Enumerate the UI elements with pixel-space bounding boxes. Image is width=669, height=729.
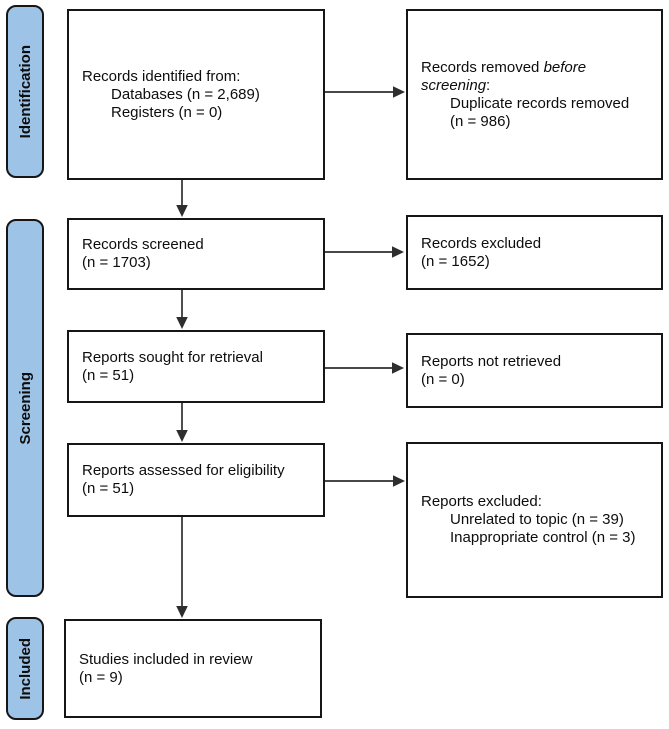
stage-included: Included bbox=[6, 617, 44, 720]
stage-label-screening: Screening bbox=[16, 371, 34, 445]
box-title: Reports sought for retrieval bbox=[82, 348, 263, 366]
arrow-identified-to-removed bbox=[325, 86, 405, 98]
box-detail: Unrelated to topic (n = 39) bbox=[450, 511, 624, 528]
box-title: Reports not retrieved bbox=[421, 352, 562, 370]
box-detail: Databases (n = 2,689) bbox=[111, 85, 260, 103]
arrow-screened-to-sought bbox=[176, 290, 188, 329]
box-title: Studies included in review bbox=[79, 650, 253, 668]
box-count: (n = 51) bbox=[82, 480, 135, 497]
box-records-excluded: Records excluded (n = 1652) bbox=[406, 215, 663, 290]
box-reports-excluded: Reports excluded: Unrelated to topic (n … bbox=[406, 442, 663, 598]
box-reports-sought: Reports sought for retrieval (n = 51) bbox=[67, 330, 325, 403]
stage-label-identification: Identification bbox=[16, 44, 34, 139]
box-reports-not-retrieved: Reports not retrieved (n = 0) bbox=[406, 333, 663, 408]
box-detail: Inappropriate control (n = 3) bbox=[450, 529, 636, 546]
stage-identification: Identification bbox=[6, 5, 44, 178]
arrow-screened-to-records-excluded bbox=[325, 246, 404, 258]
box-count: (n = 51) bbox=[82, 366, 135, 384]
stage-screening: Screening bbox=[6, 219, 44, 597]
arrow-sought-to-not-retrieved bbox=[325, 362, 404, 374]
box-title: Reports excluded: bbox=[421, 493, 542, 510]
box-title: Records excluded bbox=[421, 234, 542, 252]
arrow-sought-to-assessed bbox=[176, 403, 188, 442]
box-count: (n = 9) bbox=[79, 668, 123, 686]
box-title: Records identified from: bbox=[82, 67, 241, 85]
box-count: (n = 1703) bbox=[82, 254, 151, 271]
box-studies-included: Studies included in review (n = 9) bbox=[64, 619, 322, 718]
box-count: (n = 0) bbox=[421, 370, 465, 388]
box-title: Reports assessed for eligibility bbox=[82, 462, 285, 479]
box-detail: Duplicate records removed bbox=[450, 94, 630, 112]
box-reports-assessed: Reports assessed for eligibility (n = 51… bbox=[67, 443, 325, 517]
box-title-continued: screening: bbox=[421, 76, 491, 94]
box-title: Records screened bbox=[82, 236, 204, 253]
box-records-identified: Records identified from: Databases (n = … bbox=[67, 9, 325, 180]
box-records-screened: Records screened (n = 1703) bbox=[67, 218, 325, 290]
box-detail: (n = 986) bbox=[450, 112, 511, 130]
box-records-removed: Records removed before screening: Duplic… bbox=[406, 9, 663, 180]
arrow-identified-to-screened bbox=[176, 180, 188, 217]
box-count: (n = 1652) bbox=[421, 252, 490, 270]
stage-label-included: Included bbox=[16, 637, 34, 700]
box-detail: Registers (n = 0) bbox=[111, 103, 223, 121]
box-title: Records removed before bbox=[421, 58, 587, 76]
arrow-assessed-to-reports-excluded bbox=[325, 475, 405, 487]
arrow-assessed-to-included bbox=[176, 517, 188, 618]
